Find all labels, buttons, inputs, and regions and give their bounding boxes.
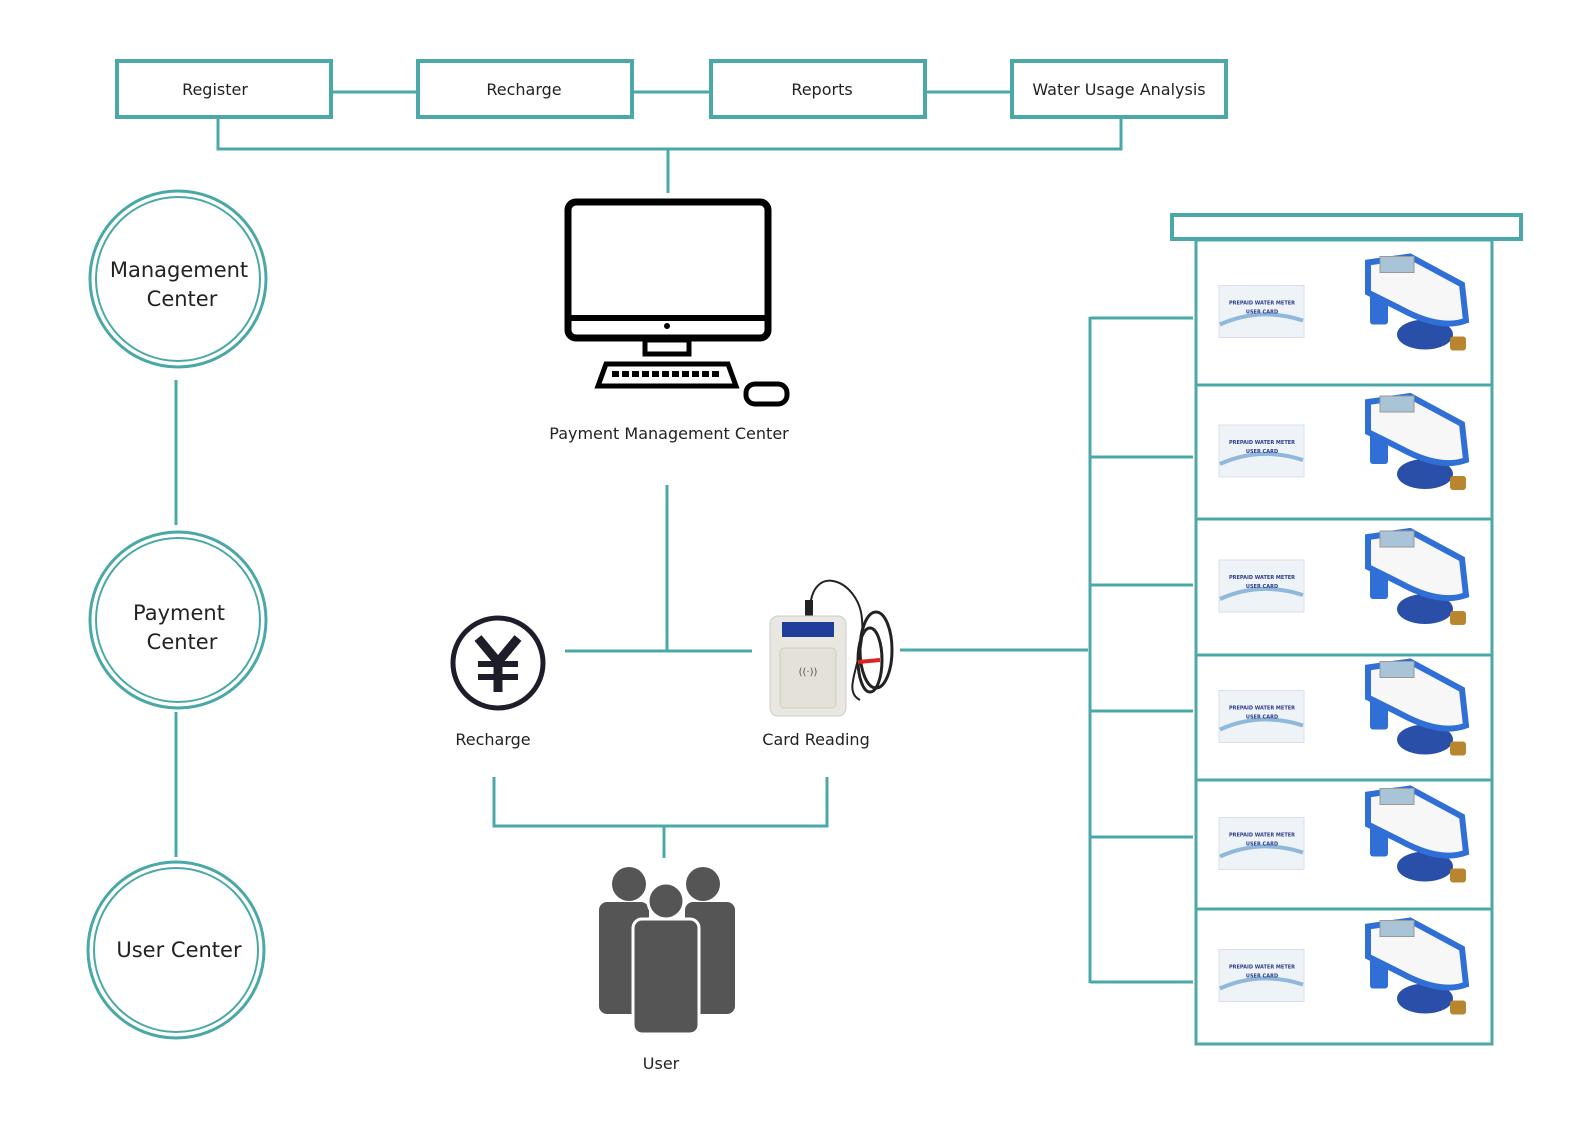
svg-text:USER CARD: USER CARD bbox=[1246, 974, 1278, 980]
svg-text:PREPAID WATER METER: PREPAID WATER METER bbox=[1229, 965, 1295, 971]
svg-text:USER CARD: USER CARD bbox=[1246, 842, 1278, 848]
water-meter-image bbox=[1365, 658, 1470, 756]
user-label: User bbox=[643, 1054, 680, 1073]
svg-text:PREPAID WATER METER: PREPAID WATER METER bbox=[1229, 706, 1295, 712]
top-connectors bbox=[216, 90, 1123, 193]
svg-text:USER CARD: USER CARD bbox=[1246, 310, 1278, 316]
function-label: Register bbox=[182, 80, 248, 99]
meter-row: PREPAID WATER METER USER CARD bbox=[1194, 907, 1494, 1046]
circle-user-center: User Center bbox=[86, 860, 266, 1040]
svg-text:USER CARD: USER CARD bbox=[1246, 584, 1278, 590]
desktop-computer-icon bbox=[564, 198, 790, 407]
function-label: Reports bbox=[791, 80, 852, 99]
middle-connectors bbox=[492, 485, 1088, 858]
user-card-image: PREPAID WATER METER USER CARD bbox=[1218, 690, 1305, 743]
yen-coin-icon bbox=[450, 615, 546, 711]
recharge-label: Recharge bbox=[455, 730, 530, 749]
svg-text:PREPAID WATER METER: PREPAID WATER METER bbox=[1229, 575, 1295, 581]
water-meter-image bbox=[1365, 253, 1470, 351]
water-meter-image bbox=[1365, 392, 1470, 490]
water-meter-image bbox=[1365, 917, 1470, 1015]
water-meter-image bbox=[1365, 785, 1470, 883]
svg-text:Center: Center bbox=[147, 287, 218, 311]
function-recharge: Recharge bbox=[416, 59, 634, 119]
user-card-image: PREPAID WATER METER USER CARD bbox=[1218, 949, 1305, 1002]
function-register: Register bbox=[115, 59, 333, 119]
user-card-image: PREPAID WATER METER USER CARD bbox=[1218, 817, 1305, 870]
meter-group-header bbox=[1170, 213, 1523, 241]
meter-row: PREPAID WATER METER USER CARD bbox=[1194, 517, 1494, 657]
function-reports: Reports bbox=[709, 59, 927, 119]
meter-row: PREPAID WATER METER USER CARD bbox=[1194, 383, 1494, 521]
svg-text:Management: Management bbox=[110, 258, 248, 282]
meter-connectors bbox=[1088, 316, 1193, 984]
people-group-icon bbox=[599, 867, 735, 1036]
svg-text:PREPAID WATER METER: PREPAID WATER METER bbox=[1229, 440, 1295, 446]
meter-row: PREPAID WATER METER USER CARD bbox=[1194, 653, 1494, 782]
svg-text:PREPAID WATER METER: PREPAID WATER METER bbox=[1229, 301, 1295, 307]
function-water-usage-analysis: Water Usage Analysis bbox=[1010, 59, 1228, 119]
user-card-image: PREPAID WATER METER USER CARD bbox=[1218, 559, 1305, 613]
user-card-image: PREPAID WATER METER USER CARD bbox=[1218, 424, 1305, 478]
card-reader-image: ((·)) bbox=[769, 579, 894, 717]
computer-label: Payment Management Center bbox=[549, 424, 789, 443]
water-meter-image bbox=[1365, 527, 1470, 625]
svg-text:User Center: User Center bbox=[116, 938, 242, 962]
meter-row: PREPAID WATER METER USER CARD bbox=[1194, 238, 1494, 387]
svg-text:Center: Center bbox=[147, 630, 218, 654]
function-label: Water Usage Analysis bbox=[1032, 80, 1205, 99]
svg-text:USER CARD: USER CARD bbox=[1246, 715, 1278, 721]
card-reader-label: Card Reading bbox=[762, 730, 869, 749]
function-label: Recharge bbox=[486, 80, 561, 99]
svg-text:PREPAID WATER METER: PREPAID WATER METER bbox=[1229, 833, 1295, 839]
svg-text:Payment: Payment bbox=[133, 601, 225, 625]
svg-text:USER CARD: USER CARD bbox=[1246, 449, 1278, 455]
meter-row: PREPAID WATER METER USER CARD bbox=[1194, 778, 1494, 911]
meter-list: PREPAID WATER METER USER CARD PREPAID WA… bbox=[1194, 238, 1494, 1046]
svg-text:((·)): ((·)) bbox=[799, 667, 818, 678]
user-card-image: PREPAID WATER METER USER CARD bbox=[1218, 285, 1305, 338]
